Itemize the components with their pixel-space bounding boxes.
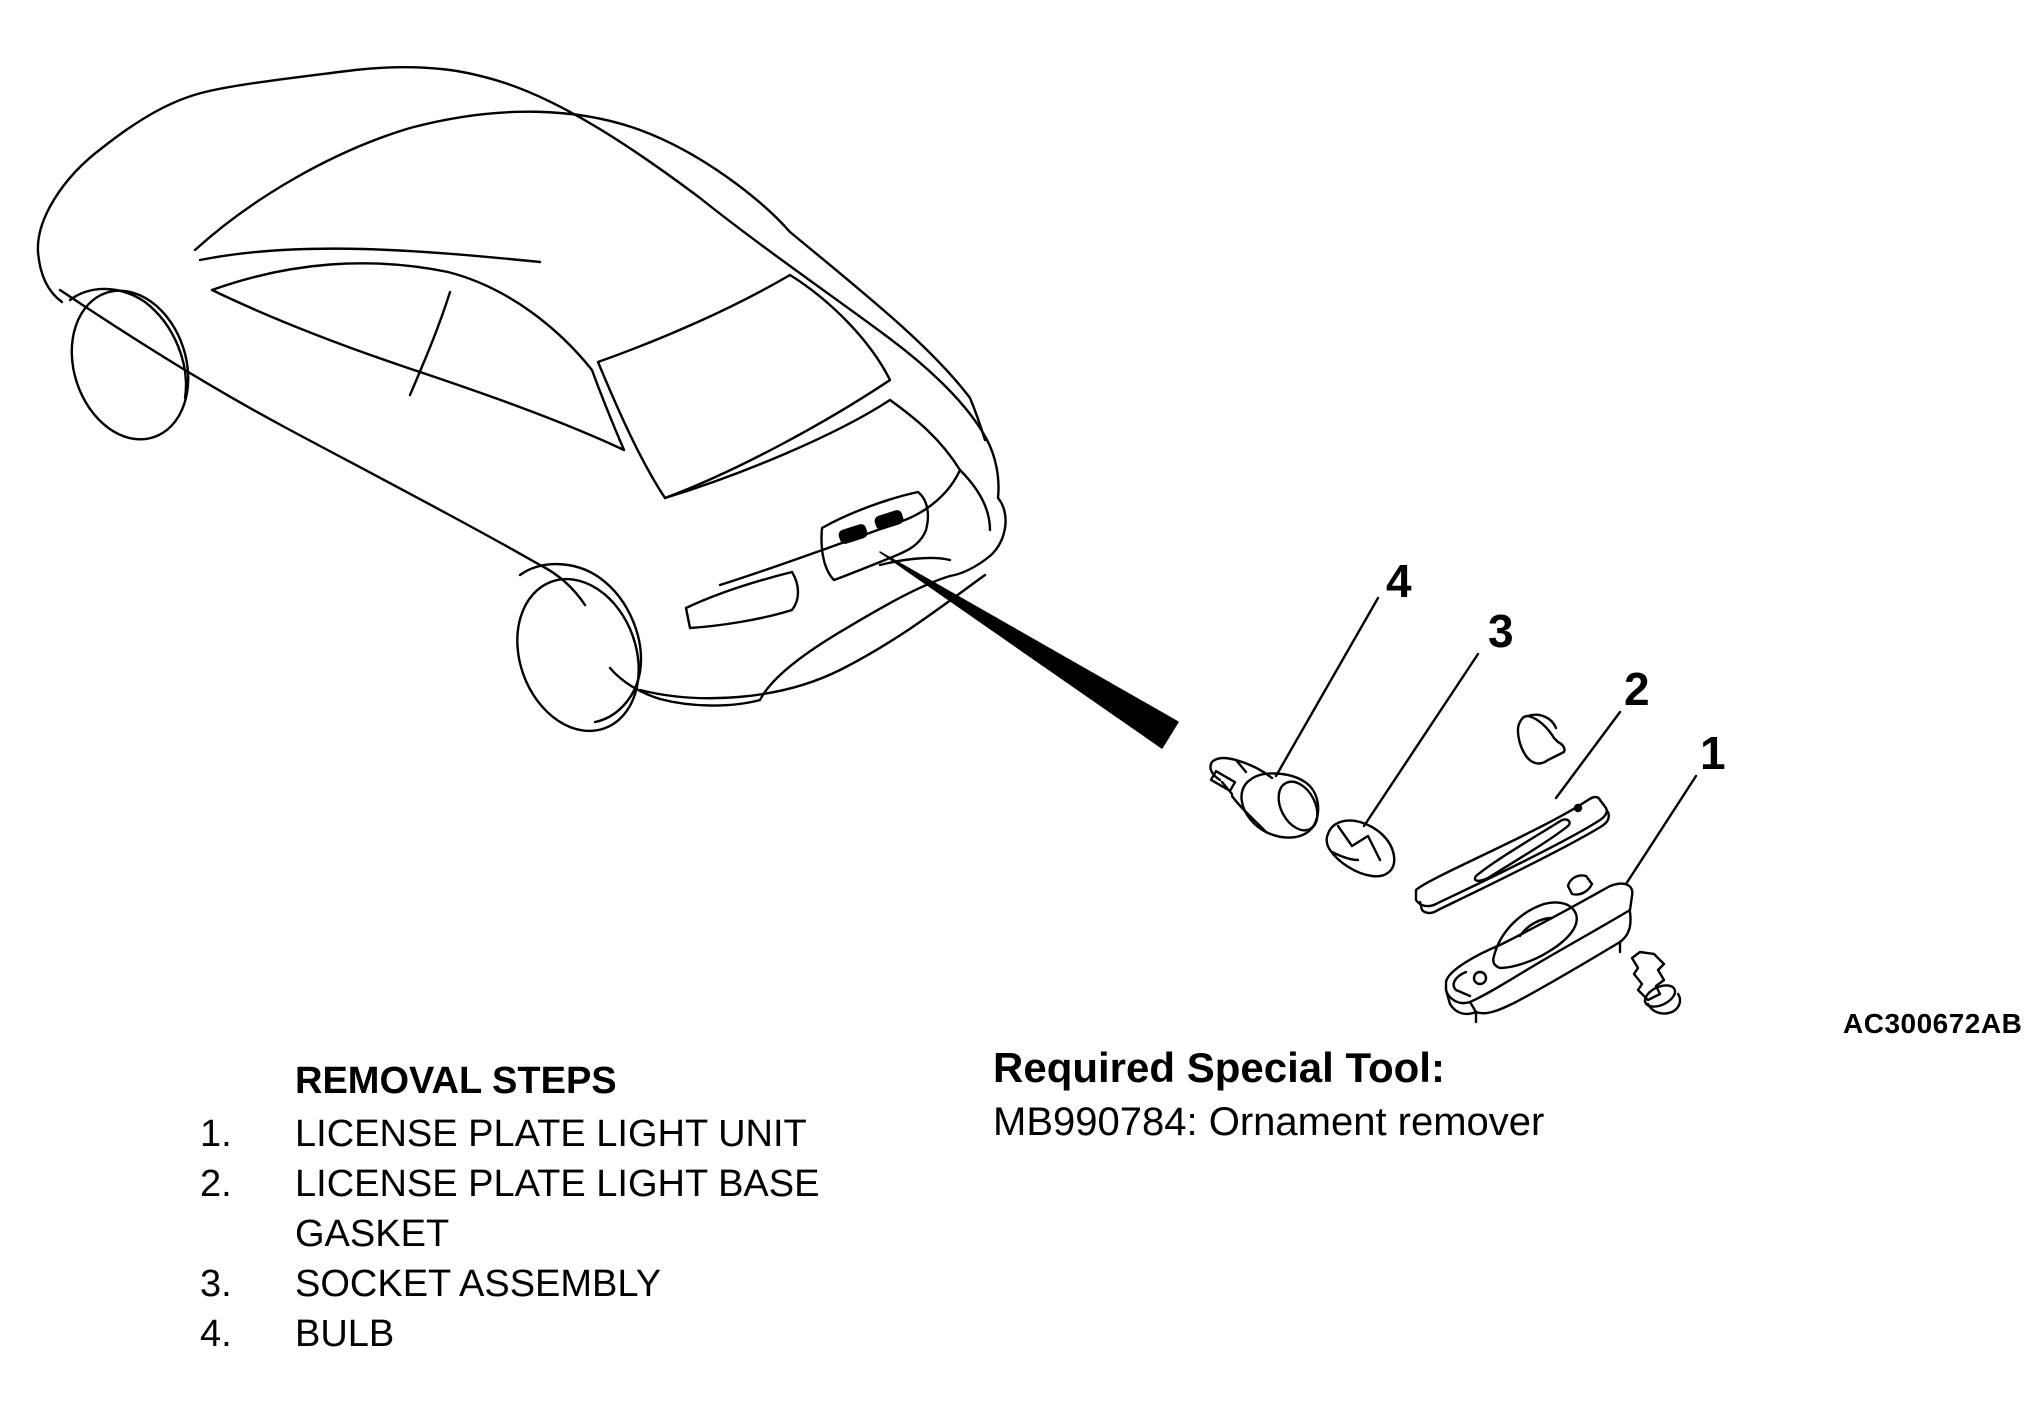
car-rear-wheel [516, 562, 643, 733]
leader-line-3 [1362, 652, 1480, 828]
callout-3: 3 [1488, 605, 1514, 657]
leader-line-2 [1554, 710, 1622, 800]
callout-2: 2 [1624, 663, 1650, 715]
step-number: 1. [200, 1113, 232, 1155]
step-text: BULB [295, 1313, 395, 1355]
car-rear-window [596, 273, 892, 500]
leader-line-4 [1274, 596, 1380, 778]
step-text: LICENSE PLATE LIGHT UNIT [295, 1113, 807, 1155]
step-number: 2. [200, 1163, 232, 1205]
leader-line-1 [1624, 774, 1698, 886]
pointer-wedge [879, 551, 1179, 749]
part-2-gasket [1414, 795, 1610, 915]
step-text: LICENSE PLATE LIGHT BASE GASKET [295, 1163, 820, 1255]
list-item: 3. SOCKET ASSEMBLY [200, 1259, 935, 1309]
part-clip [1516, 713, 1566, 765]
removal-steps-title: REMOVAL STEPS [295, 1060, 617, 1102]
car-front-wheel [68, 287, 190, 441]
car-license-recess [820, 490, 930, 582]
special-tool-description: MB990784: Ornament remover [993, 1100, 1545, 1144]
car-roof [193, 110, 792, 252]
car-body-outline [36, 65, 1007, 707]
part-3-socket [1325, 819, 1396, 878]
part-4-bulb [1209, 756, 1320, 839]
list-item: 2. LICENSE PLATE LIGHT BASE GASKET [200, 1159, 935, 1259]
car-trunk-lid [663, 398, 962, 587]
step-number: 4. [200, 1313, 232, 1355]
car-tail-lamp [684, 570, 800, 630]
car-rear-view [36, 65, 1007, 733]
car-side-window [210, 262, 626, 452]
removal-steps-list: 1. LICENSE PLATE LIGHT UNIT 2. LICENSE P… [200, 1109, 935, 1359]
part-1-light-unit [1444, 874, 1634, 1024]
figure-code: AC300672AB [1843, 1008, 2023, 1039]
step-text: SOCKET ASSEMBLY [295, 1263, 662, 1305]
callout-4: 4 [1386, 555, 1412, 607]
list-item: 1. LICENSE PLATE LIGHT UNIT [200, 1109, 935, 1159]
callout-1: 1 [1700, 727, 1726, 779]
list-item: 4. BULB [200, 1309, 935, 1359]
step-number: 3. [200, 1263, 232, 1305]
screw [1630, 950, 1682, 1015]
car-lower-side [58, 288, 587, 607]
special-tool-title: Required Special Tool: [993, 1044, 1445, 1091]
